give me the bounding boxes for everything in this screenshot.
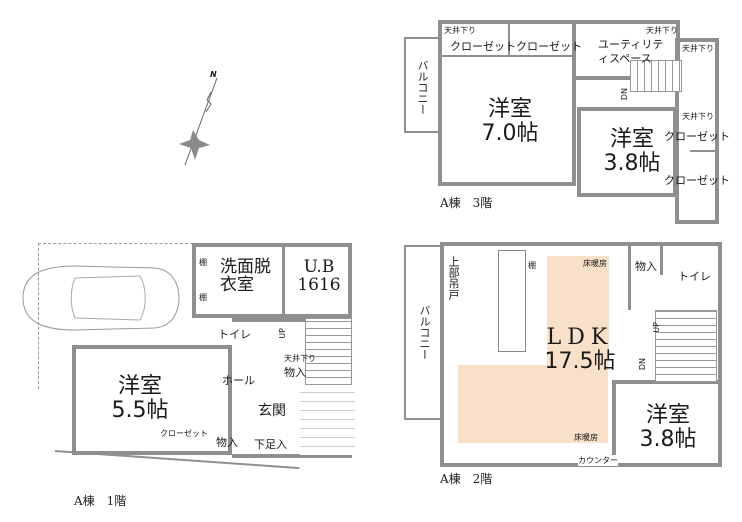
f3-ceiling-drop-3: 天井下り: [682, 44, 714, 53]
f1-shelf-2: 棚: [199, 293, 207, 302]
f1-shoe-cabinet: 下足入: [254, 438, 287, 451]
f1-storage-2: 物入: [216, 436, 238, 449]
f2-upper-cabinet: 上部吊戸: [447, 256, 460, 300]
f2-floor-heating-label-1: 床暖房: [583, 259, 607, 268]
f3-closet-3: クローゼット: [664, 130, 730, 143]
f1-storage-1: 物入: [284, 366, 306, 379]
compass-rose-icon: [179, 77, 218, 166]
f2-counter: カウンター: [578, 455, 618, 466]
f3-closet-4: クローゼット: [664, 174, 730, 187]
f3-room-western-7: 洋室 7.0帖: [481, 97, 539, 146]
f1-toilet: トイレ: [218, 328, 251, 341]
f1-ceiling-drop: 天井下り: [284, 354, 316, 363]
compass-north-label: N: [210, 70, 217, 79]
f3-ceiling-drop-2: 天井下り: [646, 26, 678, 35]
f2-storage: 物入: [635, 260, 657, 273]
f1-room-western-5-5: 洋室 5.5帖: [111, 374, 169, 423]
f1-unit-bath: U.B 1616: [297, 257, 341, 295]
f2-room-western-3-8: 洋室 3.8帖: [639, 403, 697, 452]
f3-balcony: バルコニー: [416, 60, 429, 115]
f2-shelf: 棚: [528, 261, 536, 270]
f1-closet: クローゼット: [160, 429, 208, 438]
car-icon: [15, 258, 180, 336]
f2-floor-heating-label-2: 床暖房: [574, 433, 598, 442]
f3-title: A棟 3階: [440, 196, 493, 210]
f1-entrance: 玄関: [258, 403, 286, 419]
f3-room-western-3-8: 洋室 3.8帖: [603, 127, 661, 176]
f2-balcony: バルコニー: [418, 305, 431, 360]
f3-utility-space: ユーティリティスペース: [598, 38, 664, 65]
f2-floor-heating-2: [458, 365, 608, 443]
f3-stairs-dn: DN: [620, 88, 629, 101]
f1-title: A棟 1階: [74, 494, 127, 508]
f2-stairs-up: UP: [652, 322, 661, 333]
f1-shelf-1: 棚: [199, 258, 207, 267]
f1-stairs-up: UP: [278, 328, 287, 339]
f2-floor-heating-1: [547, 256, 609, 366]
f3-closet-2: クローゼット: [516, 40, 582, 53]
f2-stairs-dn: DN: [638, 358, 647, 371]
f3-ceiling-drop-4: 天井下り: [682, 112, 714, 121]
compass: N: [175, 70, 225, 170]
f3-closet-1: クローゼット: [450, 40, 516, 53]
f2-title: A棟 2階: [440, 472, 493, 486]
f2-toilet: トイレ: [678, 270, 711, 283]
f1-hall: ホール: [222, 374, 255, 387]
f2-room-ldk: LDK 17.5帖: [544, 325, 616, 374]
f3-ceiling-drop-1: 天井下り: [444, 26, 476, 35]
f1-washroom: 洗面脱衣室: [220, 257, 271, 295]
